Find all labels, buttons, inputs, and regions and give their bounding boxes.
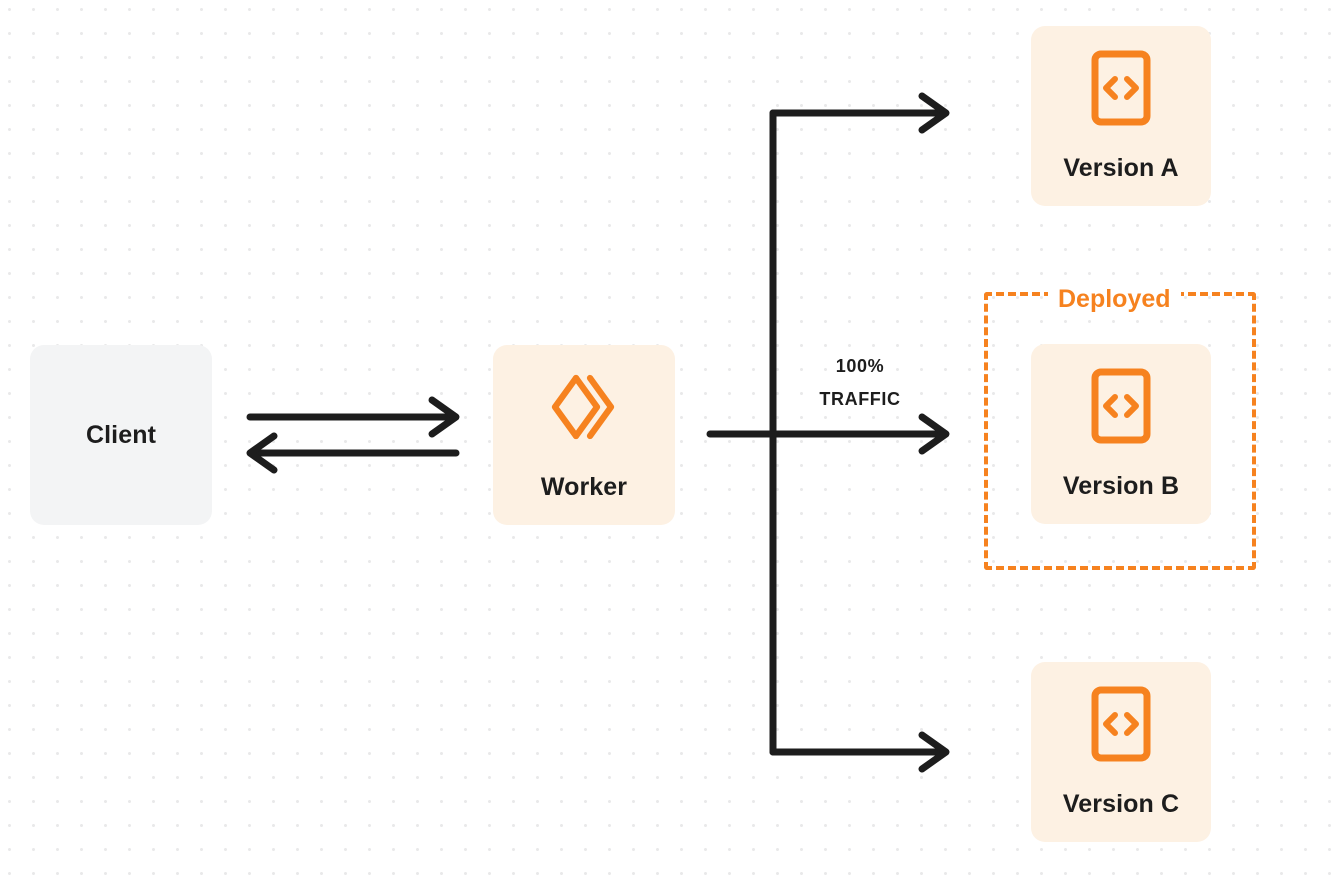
node-version-a[interactable]: Version A: [1031, 26, 1211, 206]
code-brackets-icon: [1090, 685, 1152, 768]
node-worker-label: Worker: [540, 473, 628, 501]
code-brackets-icon: [1090, 49, 1152, 132]
node-client[interactable]: Client: [30, 345, 212, 525]
node-version-a-label: Version A: [1063, 154, 1179, 182]
traffic-percent: 100%: [835, 356, 885, 376]
arrow-client-to-worker: [246, 396, 460, 438]
node-version-b-label: Version B: [1062, 472, 1180, 500]
node-version-c-label: Version C: [1062, 790, 1180, 818]
node-worker[interactable]: Worker: [493, 345, 675, 525]
arrow-worker-to-client: [246, 432, 460, 474]
arrow-worker-to-version-c: [769, 731, 950, 773]
deployed-group-label: Deployed: [1048, 285, 1181, 313]
node-version-c[interactable]: Version C: [1031, 662, 1211, 842]
traffic-trunk: [706, 109, 944, 756]
cloudflare-workers-logo-icon: [545, 368, 623, 451]
node-client-label: Client: [85, 420, 157, 449]
traffic-label: 100% TRAFFIC: [790, 350, 930, 416]
code-brackets-icon: [1090, 367, 1152, 450]
arrow-worker-to-version-a: [769, 92, 950, 134]
traffic-unit: TRAFFIC: [819, 389, 901, 409]
node-version-b[interactable]: Version B: [1031, 344, 1211, 524]
arrow-worker-to-version-b: [918, 413, 950, 455]
